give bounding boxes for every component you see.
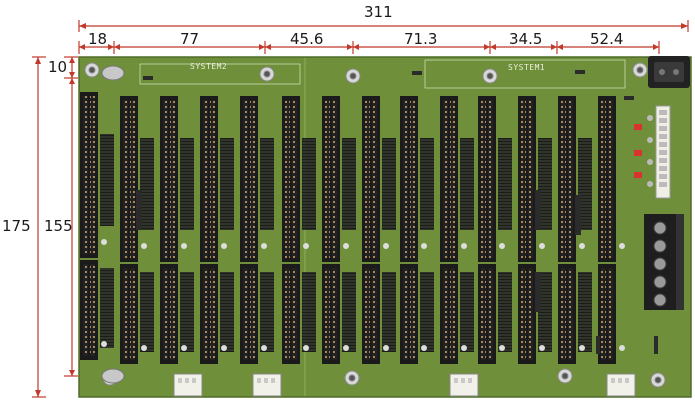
dimension-segment-2: 77 (180, 30, 200, 48)
header-connector (655, 105, 671, 199)
isa-slot (598, 96, 625, 364)
isa-slot (120, 96, 154, 364)
oval-pad (101, 368, 125, 384)
system2-outline (139, 63, 301, 85)
system1-outline (424, 59, 626, 89)
power-connector (648, 56, 690, 88)
isa-slot (440, 96, 474, 364)
isa-slot (282, 96, 316, 364)
oval-pad (101, 65, 125, 81)
dimension-total-height: 175 (2, 217, 31, 235)
dimension-segment-4: 71.3 (404, 30, 438, 48)
silkscreen-system1: SYSTEM1 (508, 63, 546, 72)
dimension-top-margin: 10 (48, 58, 68, 76)
isa-slot (400, 96, 434, 364)
isa-slot (558, 96, 592, 364)
dimension-total-width: 311 (364, 3, 393, 21)
dimension-segment-6: 52.4 (590, 30, 624, 48)
status-leds (634, 115, 653, 187)
isa-slot (518, 96, 552, 364)
isa-slot (240, 96, 274, 364)
bottom-connector-pins (178, 378, 629, 383)
dimension-slot-height: 155 (44, 217, 73, 235)
dimension-segment-5: 34.5 (509, 30, 543, 48)
expansion-slots (80, 92, 625, 364)
isa-slot (322, 96, 356, 364)
isa-slot (200, 96, 234, 364)
terminal-block (644, 214, 684, 310)
small-components (136, 70, 658, 354)
isa-slot (80, 92, 114, 360)
silkscreen-system2: SYSTEM2 (190, 62, 228, 71)
dimension-segment-1: 18 (88, 30, 108, 48)
isa-slot (478, 96, 512, 364)
isa-slot (160, 96, 194, 364)
dimension-arrows (35, 23, 688, 397)
isa-slot (362, 96, 396, 364)
dimension-segment-3: 45.6 (290, 30, 324, 48)
